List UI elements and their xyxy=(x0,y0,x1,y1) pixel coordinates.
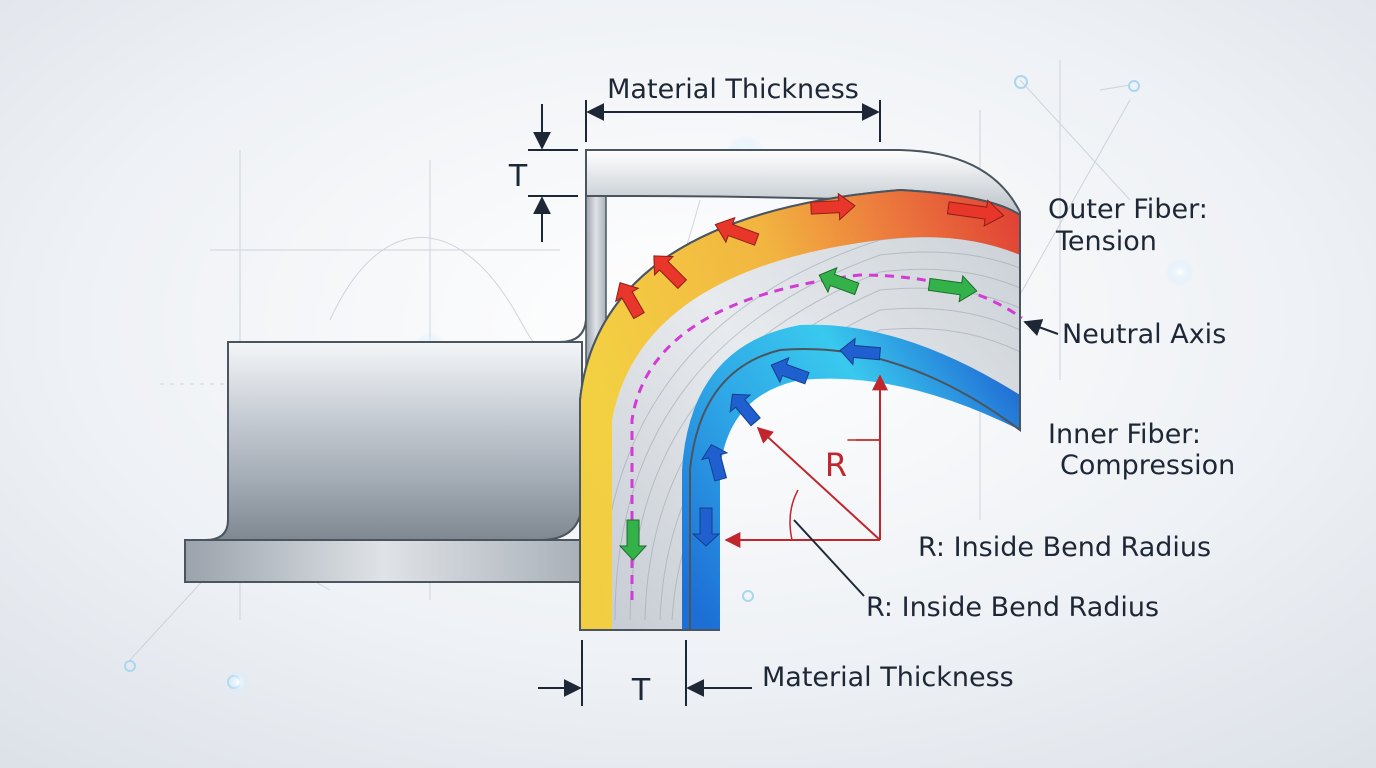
bottom-t-dimension xyxy=(538,640,752,706)
inner-fiber-subtitle: Compression xyxy=(1060,450,1235,481)
bottom-t-label: T xyxy=(631,673,651,708)
top-t-dimension xyxy=(528,104,578,242)
tension-arrows xyxy=(614,192,1005,320)
arrow-icon xyxy=(700,443,729,482)
radius-symbol: R xyxy=(825,446,847,484)
top-t-label: T xyxy=(508,159,528,194)
arrow-icon xyxy=(653,255,688,290)
arrow-icon xyxy=(927,274,978,303)
arrow-icon xyxy=(618,519,648,561)
radius-label-lower: R: Inside Bend Radius xyxy=(866,592,1159,623)
outer-fiber-subtitle: Tension xyxy=(1055,226,1157,257)
arrow-icon xyxy=(770,356,810,385)
label-leaders xyxy=(793,319,1059,597)
neutral-axis-arrows xyxy=(618,266,978,561)
arrow-icon xyxy=(729,393,761,427)
inner-fiber-title: Inner Fiber: xyxy=(1048,419,1201,450)
neutral-axis-label: Neutral Axis xyxy=(1062,319,1226,350)
arrow-icon xyxy=(818,266,860,296)
arrow-icon xyxy=(810,192,856,221)
arrow-icon xyxy=(614,282,645,320)
arrow-icon xyxy=(714,216,760,246)
top-thickness-dimension xyxy=(585,100,881,142)
arrow-icon xyxy=(691,507,721,547)
compression-arrows xyxy=(691,337,881,547)
arrow-icon xyxy=(839,337,881,366)
arrow-icon xyxy=(946,199,1005,227)
bottom-thickness-label: Material Thickness xyxy=(762,662,1014,693)
radius-construction xyxy=(724,374,888,548)
top-thickness-label: Material Thickness xyxy=(607,74,859,105)
outer-fiber-title: Outer Fiber: xyxy=(1048,194,1208,225)
radius-label-right: R: Inside Bend Radius xyxy=(918,532,1211,563)
